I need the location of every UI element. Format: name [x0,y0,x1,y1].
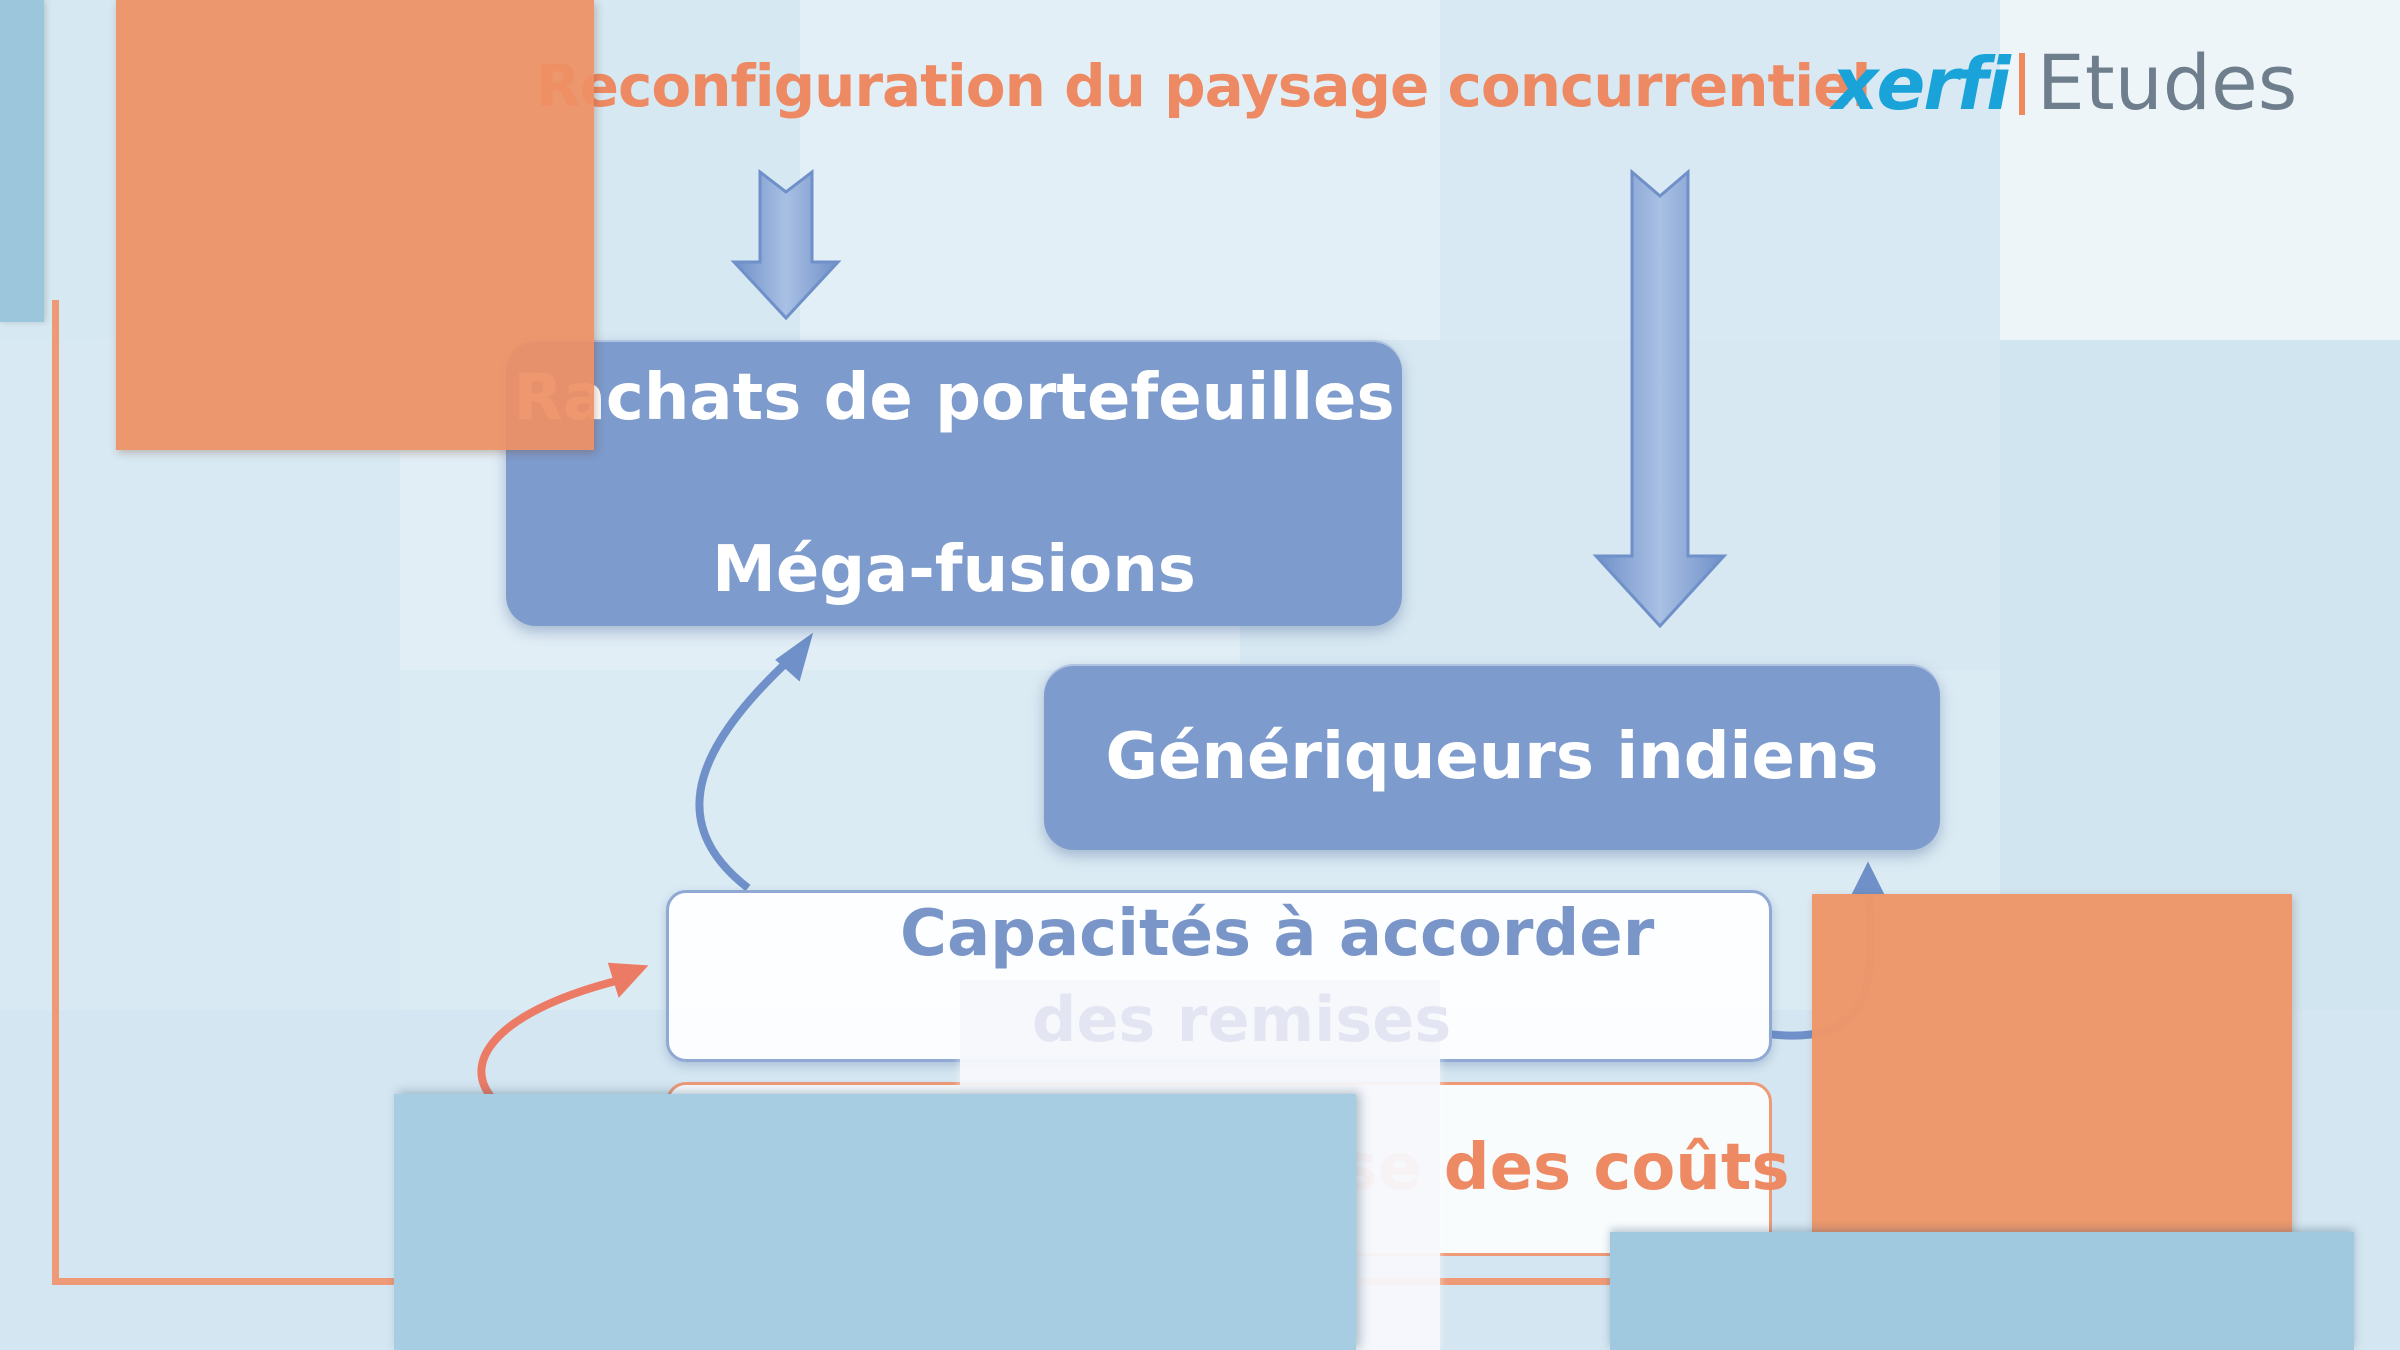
box-rachats-mega-fusions: Rachats de portefeuilles Méga-fusions [506,340,1402,626]
bg-tile [1440,0,2000,340]
curved-arrow-up-left [695,647,803,892]
down-arrow-small [730,168,842,321]
page-title: Reconfiguration du paysage concurrentiel [536,52,1871,120]
xerfi-etudes-logo: xerfi Etudes [1832,38,2332,128]
orange-bracket-vertical [52,300,59,1285]
blue-block-bottom-right [1610,1232,2354,1350]
box-capacites-line2: des remises [1032,983,1452,1056]
box-generiqueurs-label: Génériqueurs indiens [1105,720,1879,794]
blue-block-bottom-left [394,1094,1356,1350]
curved-arrow-orange-head [607,962,649,998]
box-generiqueurs-indiens: Génériqueurs indiens [1044,664,1940,850]
down-arrow-long [1592,168,1728,629]
bg-tile [800,0,1440,340]
orange-square-top-left [116,0,594,450]
left-blue-strip [0,0,44,322]
curved-arrow-right-head [1850,861,1886,896]
box-rachats-line2: Méga-fusions [712,533,1196,607]
logo-brand: xerfi [1832,42,2011,126]
bg-tile [2000,0,2400,340]
curved-arrow-up-left-head [775,632,814,682]
box-rachats-line1: Rachats de portefeuilles [513,361,1395,435]
logo-product: Etudes [2036,38,2298,127]
box-capacites-line1: Capacités à accorder [900,897,1655,971]
logo-separator [2018,53,2025,115]
bg-tile [0,340,400,1010]
orange-square-bottom-right [1812,894,2292,1234]
curved-arrow-orange [477,976,621,1101]
